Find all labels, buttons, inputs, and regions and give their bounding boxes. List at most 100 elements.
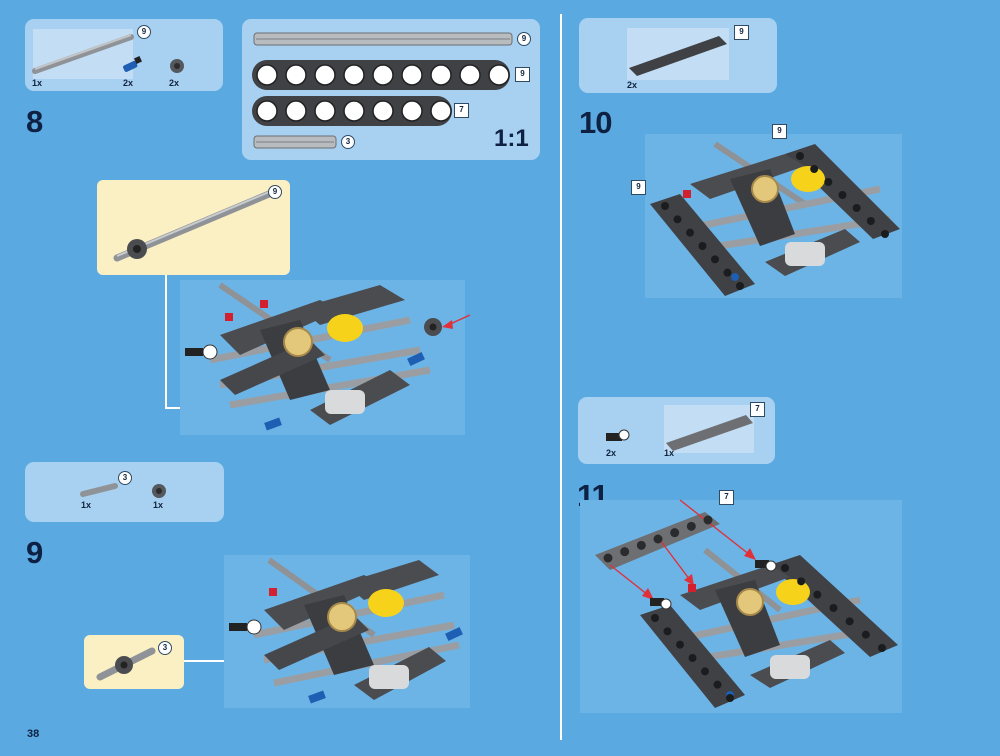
part-qty: 2x xyxy=(627,80,638,90)
length-marker: 9 xyxy=(517,32,531,46)
beam-holes xyxy=(661,152,889,290)
step-9-parts xyxy=(80,483,166,498)
axle-9 xyxy=(32,34,134,74)
beam-holes xyxy=(603,515,886,702)
beam-hole xyxy=(670,528,680,538)
beam-hole xyxy=(653,534,663,544)
beam-hole xyxy=(723,268,732,277)
beam-hole xyxy=(736,282,744,290)
length-marker: 3 xyxy=(158,641,172,655)
beam-hole xyxy=(852,204,861,212)
step-11-parts xyxy=(606,405,754,453)
blue-pin-part xyxy=(123,56,142,72)
beam-hole xyxy=(430,64,452,86)
beam-hole xyxy=(726,694,734,702)
beam-hole xyxy=(676,640,684,649)
beam-holes xyxy=(256,64,510,122)
axle-3 xyxy=(80,483,118,497)
length-marker: 7 xyxy=(750,402,765,417)
beam-hole xyxy=(620,547,630,557)
beam-hole xyxy=(713,680,722,689)
model-length-marker: 9 xyxy=(631,180,646,195)
scale-ruler-panel: 9 9 7 3 1:1 xyxy=(242,19,540,160)
step-number: 9 xyxy=(26,535,43,570)
step-9-callout: 3 xyxy=(84,635,184,689)
beam-hole xyxy=(663,627,672,636)
bushing xyxy=(127,239,147,259)
beam-hole xyxy=(838,191,847,199)
part-qty: 2x xyxy=(606,448,617,458)
part-qty: 1x xyxy=(664,448,675,458)
step-8-model xyxy=(185,282,471,431)
beam-hole xyxy=(701,667,709,676)
beam-hole xyxy=(711,255,719,264)
beam-hole xyxy=(372,64,394,86)
beam-hole xyxy=(401,100,423,122)
beam-hole xyxy=(813,590,822,599)
beam-hole xyxy=(488,64,510,86)
beam-hole xyxy=(285,100,307,122)
model-length-marker: 9 xyxy=(772,124,787,139)
part-qty: 1x xyxy=(32,78,43,88)
beam-hole xyxy=(796,152,804,160)
step-number: 8 xyxy=(26,104,43,139)
beam-hole xyxy=(343,64,365,86)
part-qty: 2x xyxy=(123,78,134,88)
beam-hole xyxy=(636,540,646,550)
beam-hole xyxy=(314,64,336,86)
length-marker: 9 xyxy=(268,185,282,199)
length-marker: 3 xyxy=(118,471,132,485)
beam-hole xyxy=(686,521,696,531)
beam-hole xyxy=(430,100,452,122)
step-8-parts-panel: 9 1x 2x 2x xyxy=(25,19,223,91)
bushing-part xyxy=(152,484,166,498)
beam-hole xyxy=(459,64,481,86)
beam-hole xyxy=(703,515,713,525)
beam-hole xyxy=(256,64,278,86)
beam-hole xyxy=(603,553,613,563)
page-divider xyxy=(560,14,562,740)
beam-hole xyxy=(372,100,394,122)
part-qty: 1x xyxy=(153,500,164,510)
beam-hole xyxy=(810,165,819,173)
beam-hole xyxy=(343,100,365,122)
length-marker: 3 xyxy=(341,135,355,149)
beam-hole xyxy=(866,217,875,225)
step-9-model xyxy=(229,557,463,704)
beam-hole xyxy=(824,178,833,186)
page-number: 38 xyxy=(27,728,40,740)
step-number: 10 xyxy=(579,105,612,140)
beam-hole xyxy=(661,202,669,210)
beam-hole xyxy=(686,228,694,237)
beam-9-part xyxy=(627,28,729,80)
length-marker: 7 xyxy=(454,103,469,118)
beam-hole xyxy=(673,215,682,224)
length-marker: 9 xyxy=(137,25,151,39)
model-length-marker: 7 xyxy=(719,490,734,505)
beam-hole xyxy=(256,100,278,122)
beam-hole xyxy=(651,614,659,622)
length-marker: 9 xyxy=(515,67,530,82)
bushing-part xyxy=(170,59,184,73)
beam-hole xyxy=(285,64,307,86)
sub-assembly-axle-bushing xyxy=(113,190,273,262)
beam-hole xyxy=(797,577,806,586)
axle-9-part xyxy=(32,29,184,79)
beam-hole xyxy=(829,604,838,612)
step-9-parts-panel: 3 1x 1x xyxy=(25,462,224,522)
step-8-callout: 9 xyxy=(97,180,290,275)
beam-hole xyxy=(861,630,870,639)
beam-hole xyxy=(314,100,336,122)
beam-hole xyxy=(781,564,789,572)
beam-hole xyxy=(698,242,707,250)
scale-label: 1:1 xyxy=(494,125,529,152)
beam-hole xyxy=(878,644,886,652)
part-qty: 1x xyxy=(81,500,92,510)
sub-assembly-short-axle xyxy=(96,647,156,681)
length-marker: 9 xyxy=(734,25,749,40)
beam-hole xyxy=(881,230,889,238)
beam-hole xyxy=(401,64,423,86)
beam-hole xyxy=(845,617,854,626)
step-10-parts-panel: 9 2x xyxy=(579,18,777,93)
beam-hole xyxy=(688,654,697,662)
